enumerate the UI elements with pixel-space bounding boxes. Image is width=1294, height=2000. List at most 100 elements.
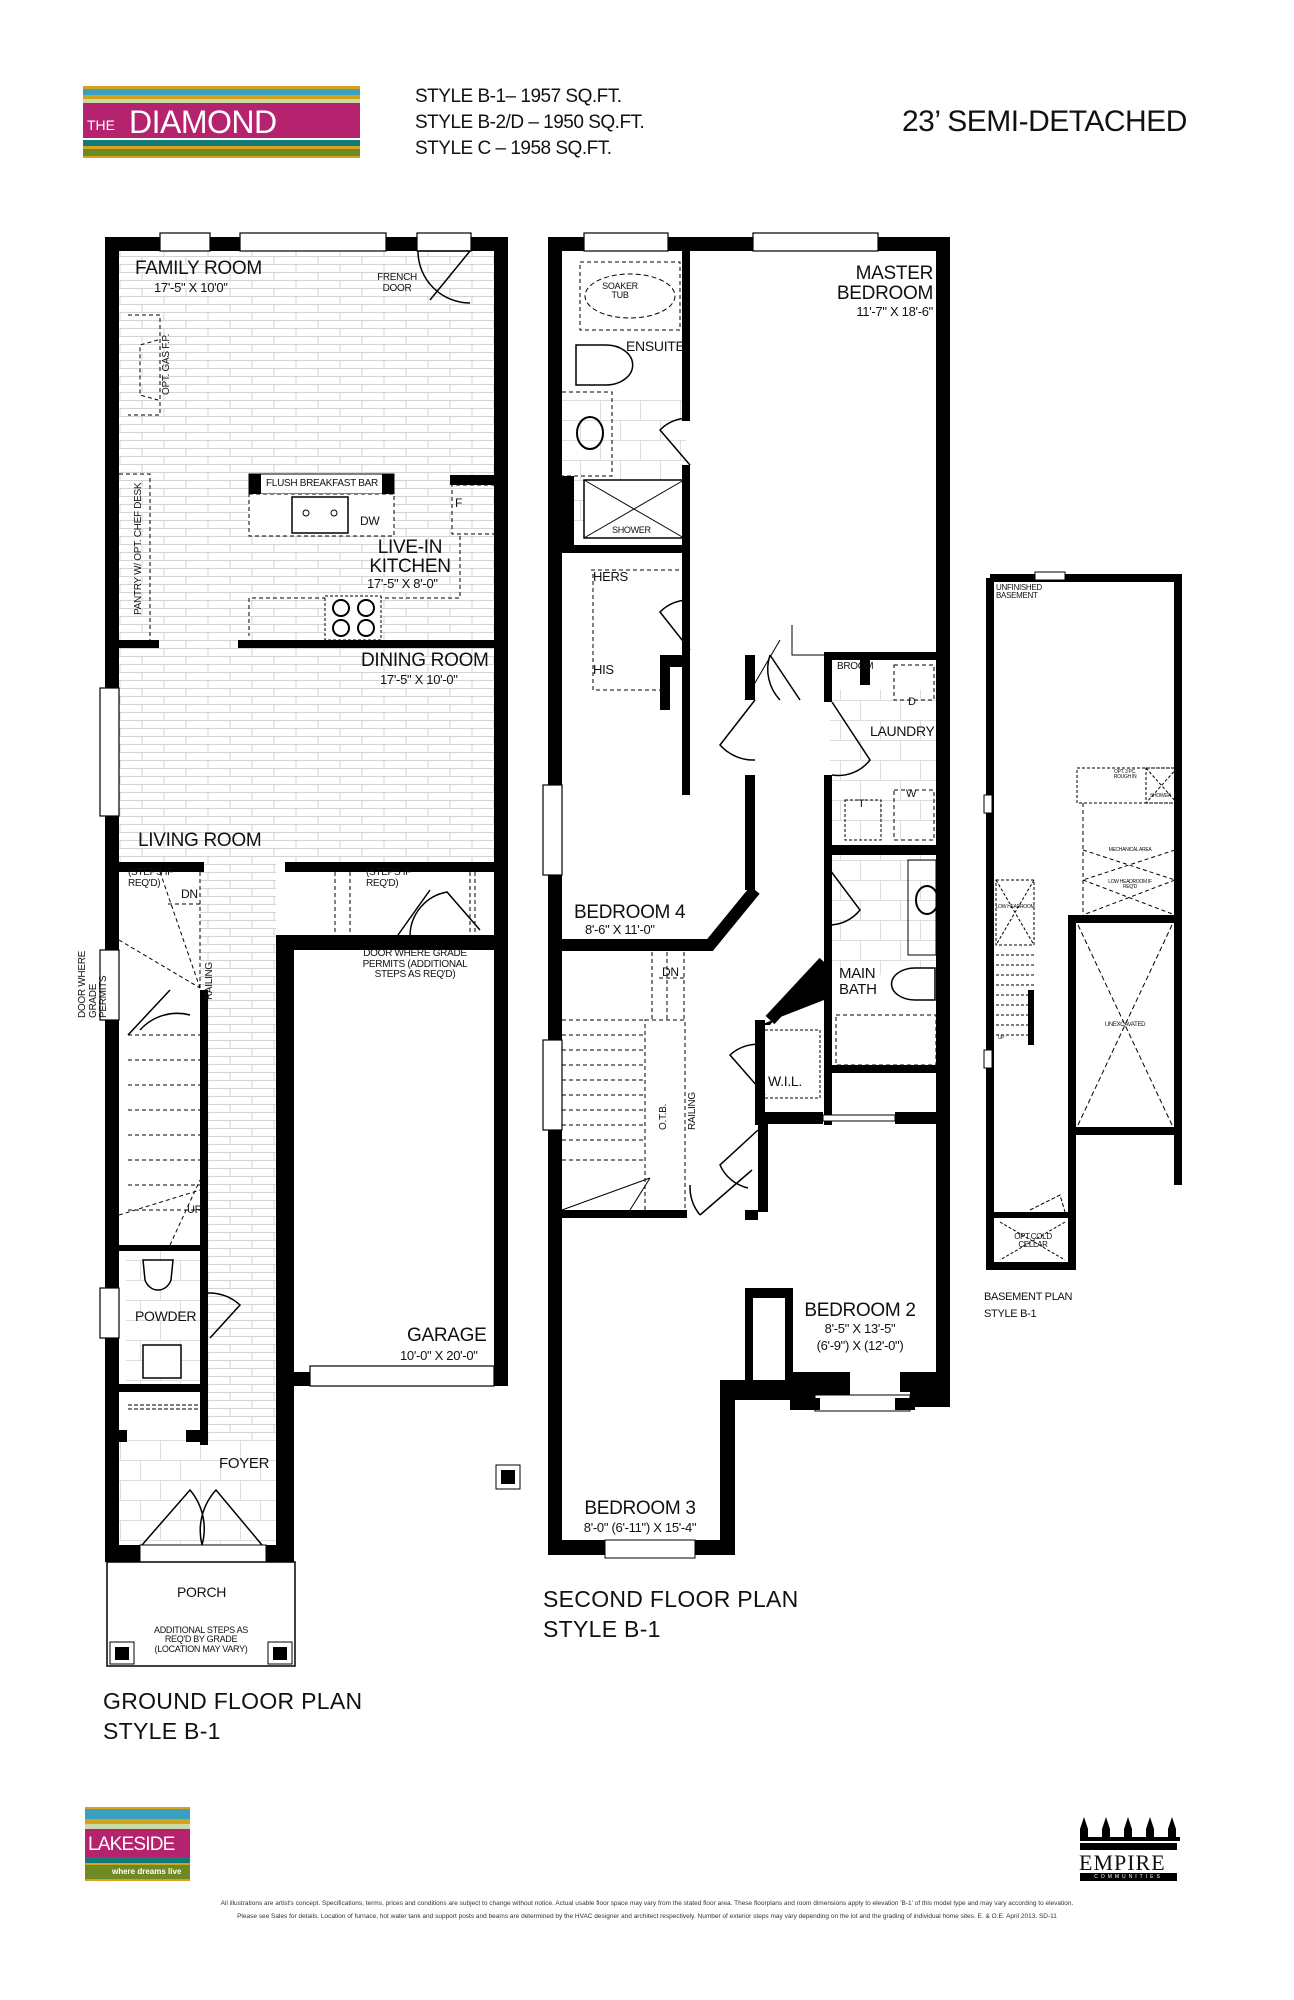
dryer-label: D (908, 696, 916, 708)
kitchen-label-1: LIVE-IN (377, 537, 443, 558)
second-floor-plan (542, 232, 950, 1559)
powder-label: POWDER (135, 1308, 197, 1324)
lakeside-logo: LAKESIDE where dreams live (85, 1807, 190, 1881)
hall-brick-floor (200, 862, 276, 1552)
lakeside-tagline: where dreams live (112, 1867, 182, 1876)
basement-plan (983, 571, 1182, 1270)
second-railing-label: RAILING (687, 1092, 698, 1130)
main-bath-label-1: MAIN (839, 965, 876, 982)
the-diamond-logo: THE DIAMOND (83, 86, 360, 158)
empire-logo: EMPIRE COMMUNITIES (1077, 1817, 1205, 1881)
empire-spires-icon (1080, 1817, 1180, 1841)
porch-label: PORCH (177, 1584, 227, 1600)
cold-cellar-label: OPT.COLD CELLAR (1014, 1232, 1052, 1250)
mechanical-area-label: MECHANICAL AREA (1108, 847, 1152, 853)
garage-door-note: DOOR WHERE GRADE PERMITS (ADDITIONAL STE… (362, 948, 468, 980)
basement-style: STYLE B-1 (984, 1308, 1037, 1320)
steps-left-note: (STEPS IF REQ'D) (128, 867, 174, 889)
broom-closet-label: BROOM (837, 661, 874, 672)
rough-in-label: OPT. 3 PC. ROUGH IN (1113, 769, 1137, 781)
master-label-2: BEDROOM (836, 283, 933, 304)
gas-fireplace-label: OPT. GAS F.P. (161, 334, 172, 395)
unfinished-basement-label: UNFINISHED BASEMENT (996, 583, 1042, 601)
style-b2d-area: STYLE B-2/D – 1950 SQ.FT. (415, 112, 645, 133)
dining-room-dims: 17'-5" X 10'-0" (380, 672, 458, 687)
kitchen-label-2: KITCHEN (369, 556, 451, 577)
bedroom2-label: BEDROOM 2 (804, 1300, 916, 1321)
bedroom2-dims-alt: (6'-9") X (12'-0") (816, 1338, 904, 1353)
living-room-label: LIVING ROOM (138, 830, 262, 851)
porch-note: ADDITIONAL STEPS AS REQ'D BY GRADE (LOCA… (154, 1625, 248, 1654)
garage-label: GARAGE (407, 1325, 487, 1346)
basement-title-text: BASEMENT PLAN (984, 1291, 1073, 1303)
ground-floor-plan (99, 232, 521, 1667)
garage-dims: 10'-0" X 20'-0" (400, 1348, 478, 1363)
bedroom4-label: BEDROOM 4 (574, 902, 686, 923)
fridge-label: F (455, 496, 463, 510)
second-floor-title: SECOND FLOOR PLAN STYLE B-1 (543, 1584, 799, 1644)
dining-room-label: DINING ROOM (361, 650, 489, 671)
bedroom2-dims: 8'-5" X 13'-5" (824, 1321, 896, 1336)
bedroom4-dims: 8'-6" X 11'-0" (585, 922, 655, 937)
wall (494, 237, 508, 1386)
ground-floor-title: GROUND FLOOR PLAN STYLE B-1 (103, 1686, 362, 1746)
second-floor-style: STYLE B-1 (543, 1616, 661, 1642)
kitchen-dims: 17'-5" X 8'-0" (367, 576, 438, 591)
up-label: UP (187, 1204, 202, 1216)
porch (106, 1561, 296, 1667)
style-list: STYLE B-1– 1957 SQ.FT. STYLE B-2/D – 195… (415, 84, 645, 162)
low-headroom-req-label: LOW HEADROOM IF REQ'D (1108, 879, 1152, 891)
lakeside-name: LAKESIDE (88, 1834, 175, 1855)
empire-name: EMPIRE (1079, 1850, 1166, 1875)
steps-right-note: (STEPS IF REQ'D) (366, 867, 412, 889)
basement-shower-label: SHOWER (1150, 793, 1171, 799)
wall (276, 935, 508, 950)
laundry-tub-label: T (858, 798, 865, 810)
french-door-swing (417, 250, 471, 304)
foyer-label: FOYER (219, 1455, 270, 1472)
style-c-area: STYLE C – 1958 SQ.FT. (415, 138, 612, 159)
family-room-label: FAMILY ROOM (135, 258, 262, 279)
disclaimer-line-2: Please see Sales for details. Location o… (237, 1913, 1057, 1920)
main-bath-label-2: BATH (839, 981, 877, 998)
logo-prefix: THE (87, 117, 115, 133)
basement-title: BASEMENT PLAN STYLE B-1 (984, 1289, 1073, 1323)
style-b1-area: STYLE B-1– 1957 SQ.FT. (415, 86, 622, 107)
low-headroom-label: LOW HEADROOM (995, 904, 1035, 910)
breakfast-bar-label: FLUSH BREAKFAST BAR (266, 478, 378, 489)
bedroom3-label: BEDROOM 3 (584, 1498, 696, 1519)
washer-label: W (906, 788, 917, 800)
side-door-note: DOOR WHERE GRADE PERMITS (77, 950, 109, 1018)
logo-name: DIAMOND (129, 104, 277, 140)
wall (276, 935, 294, 1562)
empire-sub: COMMUNITIES (1080, 1873, 1177, 1881)
unexcavated-label: UNEXCAVATED (1104, 1022, 1146, 1028)
hers-closet-label: HERS (593, 569, 628, 584)
his-closet-label: HIS (593, 662, 614, 677)
down-label: DN (181, 887, 198, 901)
master-dims: 11'-7" X 18'-6" (856, 304, 933, 319)
wil-label: W.I.L. (768, 1073, 802, 1089)
basement-up-label: UP (998, 1035, 1005, 1041)
second-floor-title-text: SECOND FLOOR PLAN (543, 1586, 799, 1612)
ensuite-label: ENSUITE (626, 338, 685, 354)
second-down-label: DN (662, 965, 679, 979)
railing-label: RAILING (204, 962, 215, 1000)
family-room-dims: 17'-5" X 10'0" (154, 280, 228, 295)
disclaimer-line-1: All illustrations are artist's concept. … (220, 1900, 1074, 1907)
otb-label: O.T.B. (658, 1104, 669, 1130)
soaker-tub-label: SOAKER TUB (602, 281, 638, 301)
pantry-label: PANTRY W/ OPT. CHEF DESK (133, 482, 144, 615)
shower-label: SHOWER (612, 525, 651, 535)
bedroom3-dims: 8'-0" (6'-11") X 15'-4" (583, 1520, 697, 1535)
model-type: 23’ SEMI-DETACHED (902, 105, 1187, 138)
garage-door (309, 1365, 495, 1387)
ground-floor-title-text: GROUND FLOOR PLAN (103, 1688, 363, 1714)
laundry-label: LAUNDRY (870, 723, 935, 739)
ground-floor-style: STYLE B-1 (103, 1718, 221, 1744)
master-label-1: MASTER (855, 263, 934, 284)
ground-floor-brick-floor (119, 251, 494, 862)
dishwasher-label: DW (360, 514, 380, 528)
french-door-label: FRENCH DOOR (377, 272, 417, 294)
